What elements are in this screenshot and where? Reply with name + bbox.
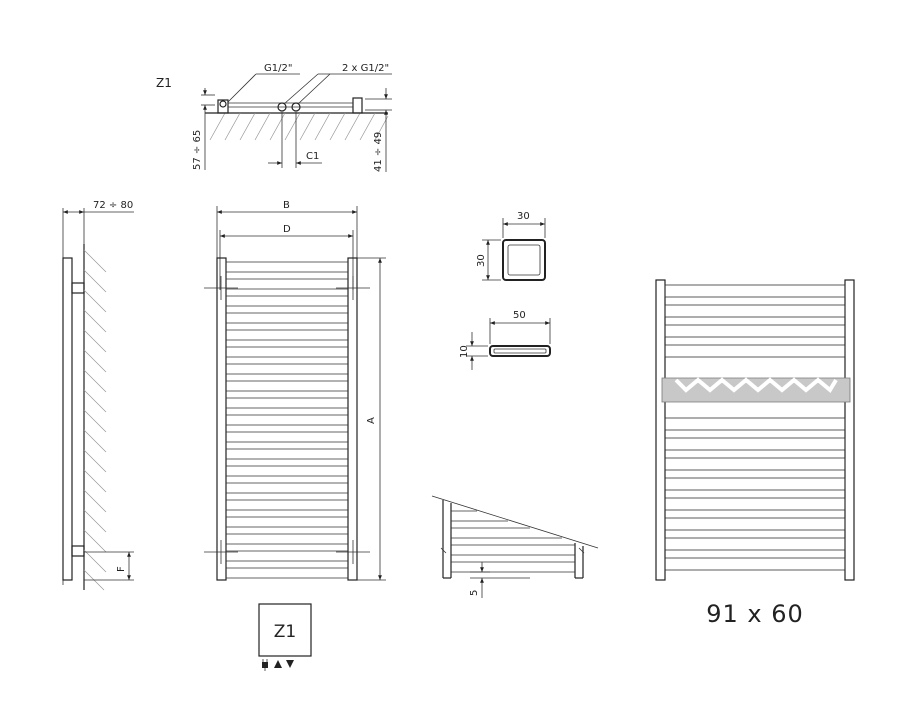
product-view: 91 x 60 bbox=[655, 279, 855, 628]
dim-d-label: D bbox=[283, 224, 291, 235]
valve-double-1 bbox=[277, 102, 287, 112]
square-width-label: 30 bbox=[517, 211, 530, 222]
dim-f-label: F bbox=[116, 566, 127, 572]
square-profile-outer bbox=[502, 239, 546, 281]
product-left-upright bbox=[655, 279, 666, 581]
front-right-upright bbox=[347, 257, 358, 581]
profile-flat: 50 10 bbox=[459, 310, 551, 370]
side-bar bbox=[62, 257, 73, 581]
dim-left-label: 57 ÷ 65 bbox=[192, 130, 203, 170]
side-bracket-top bbox=[71, 282, 85, 294]
detail-rails bbox=[451, 510, 575, 573]
dim-depth-label: 72 ÷ 80 bbox=[93, 200, 133, 211]
zone-label-z1: Z1 bbox=[156, 76, 172, 90]
plug-icon bbox=[262, 659, 268, 671]
zone-box: Z1 bbox=[258, 603, 312, 671]
dim-right-label: 41 ÷ 49 bbox=[373, 132, 384, 172]
flat-height-label: 10 bbox=[459, 345, 470, 358]
front-view: B D A bbox=[204, 200, 386, 581]
arrow-up-icon bbox=[274, 660, 282, 668]
mounting-crosshairs bbox=[204, 276, 370, 564]
wall-hatch-side bbox=[83, 249, 107, 591]
front-rails bbox=[226, 261, 348, 579]
side-bracket-bottom bbox=[71, 545, 85, 557]
top-view: Z1 G1/2" 2 x G1/2" bbox=[156, 63, 392, 172]
flat-profile-outer bbox=[489, 345, 551, 357]
dim-a-label: A bbox=[366, 417, 377, 424]
conn-double-label: 2 x G1/2" bbox=[342, 63, 389, 74]
zone-box-frame bbox=[258, 603, 312, 657]
dim-gap-label: 5 bbox=[469, 590, 480, 596]
front-left-upright bbox=[216, 257, 227, 581]
arrow-down-icon bbox=[286, 660, 294, 668]
product-right-upright bbox=[844, 279, 855, 581]
product-rails bbox=[664, 284, 846, 571]
zone-box-label: Z1 bbox=[274, 622, 296, 642]
top-left-post bbox=[217, 99, 229, 114]
wall-hatch-top bbox=[209, 112, 389, 141]
towel-zigzag bbox=[674, 377, 838, 394]
top-right-post bbox=[352, 97, 363, 114]
dim-c1-label: C1 bbox=[306, 151, 319, 162]
flat-width-label: 50 bbox=[513, 310, 526, 321]
side-view: 72 ÷ 80 F bbox=[62, 200, 134, 591]
detail-view: 5 bbox=[431, 495, 599, 598]
profile-square: 30 30 bbox=[476, 211, 546, 281]
conn-single-label: G1/2" bbox=[264, 63, 292, 74]
valve-single bbox=[219, 100, 227, 108]
product-size-label: 91 x 60 bbox=[706, 600, 804, 628]
valve-double-2 bbox=[291, 102, 301, 112]
dim-b-label: B bbox=[283, 200, 290, 211]
square-height-label: 30 bbox=[476, 254, 487, 267]
detail-section-line bbox=[431, 495, 599, 549]
